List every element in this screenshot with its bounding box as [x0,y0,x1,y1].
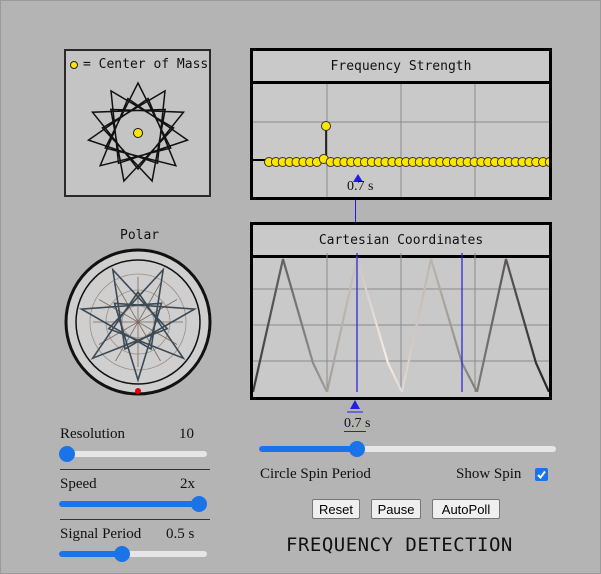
circle-spin-label: Circle Spin Period [260,466,371,482]
divider [60,469,210,470]
cartesian-plot [253,253,549,392]
autopoll-button[interactable]: AutoPoll [432,499,500,519]
resolution-label: Resolution [60,426,126,442]
frequency-marker-readout: 0.7 s [347,179,374,194]
speed-slider[interactable] [59,495,207,513]
cartesian-marker-underline [344,431,366,432]
frequency-marker-icon [353,174,363,182]
app-title: FREQUENCY DETECTION [286,534,513,556]
polar-label: Polar [120,228,160,243]
center-of-mass-legend-label: = Center of Mass [83,57,209,72]
signal-period-label: Signal Period [60,526,142,542]
center-of-mass-marker [133,128,143,138]
pause-button[interactable]: Pause [371,499,421,519]
frequency-strength-title: Frequency Strength [253,51,549,84]
center-of-mass-legend: = Center of Mass [70,57,208,72]
polar-plot [64,248,212,396]
resolution-slider[interactable] [59,445,207,463]
speed-label: Speed [60,476,97,492]
polar-origin-dot [135,388,141,394]
speed-value: 2x [180,476,195,492]
check-icon [537,470,546,480]
frequency-strength-plot [253,84,549,197]
center-of-mass-star [86,81,190,183]
cartesian-marker-icon [347,400,363,413]
cartesian-marker-readout: 0.7 s [344,416,371,431]
signal-period-value: 0.5 s [166,526,195,542]
center-of-mass-view: = Center of Mass [64,49,211,197]
frequency-dot [544,157,549,167]
show-spin-label: Show Spin [456,466,522,482]
show-spin-checkbox[interactable] [535,468,548,481]
frequency-peak-dot [321,121,331,131]
cartesian-coordinates-panel: Cartesian Coordinates [250,222,552,400]
divider [60,519,210,520]
signal-period-slider[interactable] [59,545,207,563]
resolution-value: 10 [179,426,194,442]
center-of-mass-dot-icon [70,60,78,69]
circle-spin-slider[interactable] [259,440,556,458]
frequency-strength-panel: Frequency Strength 0.7 s [250,48,552,200]
reset-button[interactable]: Reset [312,499,360,519]
marker-link-line [355,200,356,223]
